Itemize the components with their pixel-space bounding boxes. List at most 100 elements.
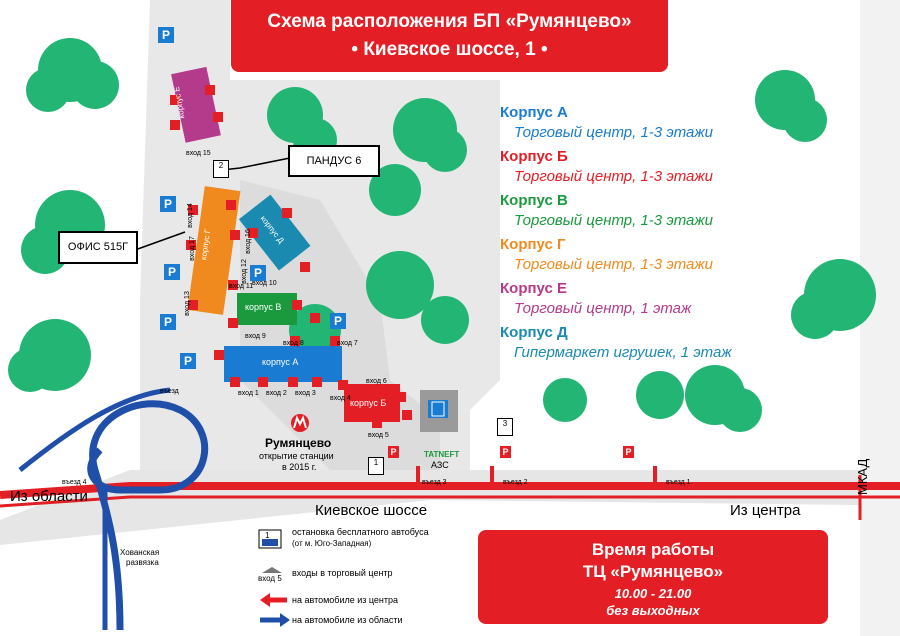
tree [366,251,434,319]
road-entry-label: въезд [160,388,179,395]
tree [26,68,70,112]
mkad-strip [860,0,900,636]
legend-name: Корпус Д [500,324,568,341]
trees [8,38,876,432]
legend-from-center-text: на автомобиле из центра [292,595,399,605]
highway-inbound-line [0,482,900,499]
bus-stop-icon: 3 [497,418,513,436]
parking-icon: P [158,27,174,43]
entrance-label: вход 12 [240,259,248,284]
tree [421,296,469,344]
tree [718,388,762,432]
entrance-label: вход 13 [183,291,191,316]
legend-desc: Торговый центр, 1-3 этажи [514,168,714,185]
gas-station-parking-sign [428,400,448,418]
legend-from-region-text: на автомобиле из области [292,615,403,625]
legend-row-e: Корпус Е Торговый центр, 1 этаж [500,279,780,323]
building-g-body [187,186,241,315]
legend-desc: Торговый центр, 1 этаж [514,300,692,317]
entrance-label: вход 10 [252,280,277,287]
legend-name: Корпус А [500,104,568,121]
building-v-label: корпус В [245,302,282,312]
legend-bus-icon [262,539,278,546]
legend-name: Корпус Б [500,148,568,165]
entrance-label: вход 15 [186,150,211,157]
road-entry-label: въезд 2 [503,479,528,486]
metro-note-2: в 2015 г. [282,462,317,472]
tree [423,128,467,172]
metro-note-1: открытие станции [259,451,334,461]
entrance-blocks [170,85,412,428]
callout-office-line [134,231,186,251]
legend-entrances-text: входы в торговый центр [292,568,393,578]
legend-blue-arrowhead [280,613,290,627]
legend-bus-number: 1 [265,531,270,540]
junction-label-2: развязка [126,558,159,567]
entrance-label: вход 5 [368,432,389,439]
entrance-label: вход 14 [186,203,194,228]
legend-row-d: Корпус Д Гипермаркет игрушек, 1 этаж [500,323,780,367]
building-a-label: корпус А [262,357,299,367]
building-a-body [224,346,342,382]
entrance-label: вход 16 [244,229,252,254]
tree [783,98,827,142]
hours-box: Время работы ТЦ «Румянцево» 10.00 - 21.0… [478,530,828,624]
entrance-label: вход 11 [229,283,254,290]
entrance-label: вход 4 [330,395,351,402]
parking-sign-red: P [623,446,634,458]
entrance-label: вход 9 [245,333,266,340]
tree [636,371,684,419]
hours-title: Время работы [591,540,715,559]
road-entry-label: въезд 1 [666,479,691,486]
legend-row-b: Корпус Б Торговый центр, 1-3 этажи [500,147,780,191]
highway-outbound-line [0,495,900,508]
road-label-ring: МКАД [855,458,870,495]
tree [21,226,69,274]
building-b-label: корпус Б [350,398,387,408]
gas-station-parking-frame [431,401,445,417]
parking-icon: P [160,314,176,330]
road-entry-label: въезд 4 [62,479,87,486]
legend-name: Корпус В [500,192,568,209]
tree [71,61,119,109]
hours-place: ТЦ «Румянцево» [582,562,724,581]
gas-station-brand: TATNEFT [424,450,460,459]
road-label-from-region: Из области [10,488,88,505]
tree [289,304,341,356]
legend-desc: Торговый центр, 1-3 этажи [514,124,714,141]
building-b-body [344,384,400,422]
parking-icon: P [330,313,346,329]
tree [791,291,839,339]
legend-red-arrowhead [260,593,270,607]
route-from-region-arrow [18,387,171,472]
legend-entrance-icon [262,567,282,573]
junction-loop-blue [87,400,209,631]
building-legend: Корпус А Торговый центр, 1-3 этажи Корпу… [500,103,780,367]
hours-time: 10.00 - 21.00 [614,586,692,601]
tree [369,164,421,216]
legend-name: Корпус Е [500,280,568,297]
bus-stop-icon: 2 [213,160,229,178]
parking-sign-red: P [500,446,511,458]
legend-desc: Торговый центр, 1-3 этажи [514,212,714,229]
entrance-label: вход 2 [266,390,287,397]
metro-name: Румянцево [265,436,332,450]
legend-desc: Торговый центр, 1-3 этажи [514,256,714,273]
junction-label-1: Хованская [120,548,160,557]
building-d-body [238,194,311,271]
bus-stop-icon: 1 [368,457,384,475]
title-banner: Схема расположения БП «Румянцево» • Киев… [231,0,668,72]
legend-entrance-sample: вход 5 [258,574,282,583]
title-line2: • Киевское шоссе, 1 • [351,39,548,60]
legend-bus-stop-text: остановка бесплатного автобуса [292,527,429,537]
tree [543,378,587,422]
title-line1: Схема расположения БП «Румянцево» [267,11,632,32]
legend-desc: Гипермаркет игрушек, 1 этаж [514,344,732,361]
callout-office: ОФИС 515Г [58,231,138,264]
parking-icon: P [180,353,196,369]
parking-icon: P [164,264,180,280]
entrance-label: вход 7 [337,340,358,347]
road-label-from-center: Из центра [730,502,801,519]
entrance-label: вход 8 [283,340,304,347]
